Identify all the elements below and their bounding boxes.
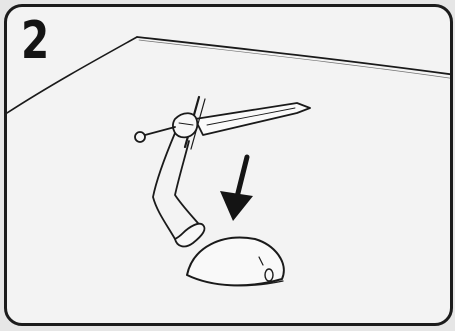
sword-icon [135,97,310,246]
dome-icon [187,238,284,286]
illustration [7,7,453,326]
fold-lines [7,37,453,113]
panel-frame: 2 [4,4,453,326]
step-number: 2 [21,15,48,67]
down-arrow-icon [220,157,253,221]
